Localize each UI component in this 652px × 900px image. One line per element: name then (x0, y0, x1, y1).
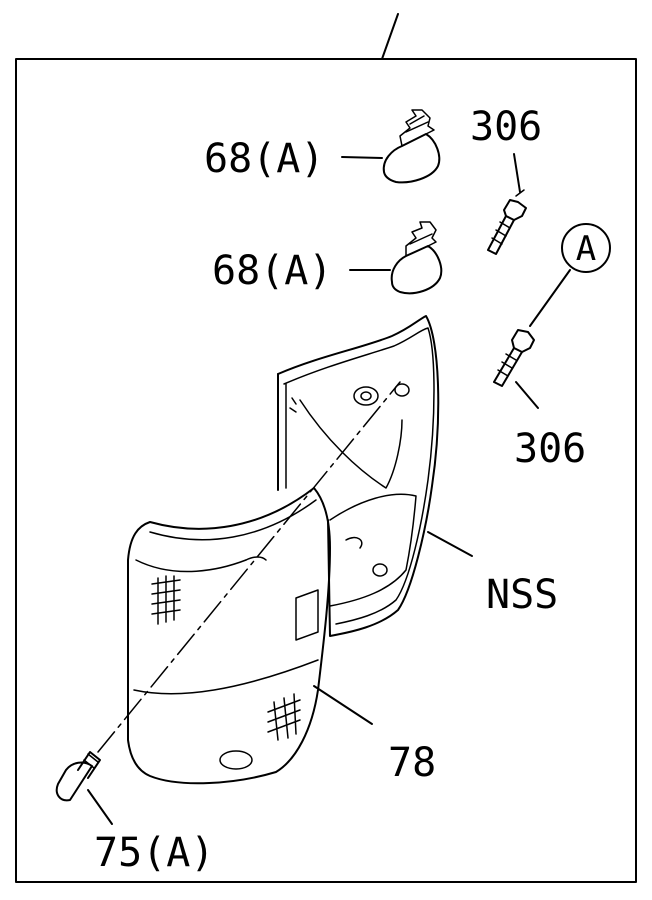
leader-bulb-upper (341, 156, 383, 159)
label-screw: 75(A) (94, 830, 214, 876)
leader-reference-marker (529, 269, 571, 327)
screw (55, 751, 101, 802)
bulb-lower (390, 221, 443, 295)
label-housing: NSS (486, 572, 558, 618)
leader-lens (313, 685, 373, 725)
socket-upper (487, 189, 527, 255)
reference-marker-circle (561, 223, 611, 273)
label-socket-upper: 306 (470, 104, 542, 150)
socket-lower (493, 329, 535, 387)
frame-leader-line (381, 13, 399, 60)
leader-socket-upper (513, 153, 521, 193)
leader-socket-lower (515, 381, 539, 409)
screw-axis-line (97, 381, 401, 753)
label-bulb-upper: 68(A) (204, 136, 324, 182)
lamp-lens (127, 487, 331, 785)
label-lens: 78 (388, 740, 436, 786)
lamp-housing (277, 315, 440, 637)
bulb-upper (382, 109, 441, 184)
diagram-frame (15, 58, 637, 883)
label-reference-marker: A (576, 229, 596, 269)
leader-housing (427, 531, 473, 557)
leader-screw (87, 789, 113, 825)
label-socket-lower: 306 (514, 426, 586, 472)
label-bulb-lower: 68(A) (212, 248, 332, 294)
